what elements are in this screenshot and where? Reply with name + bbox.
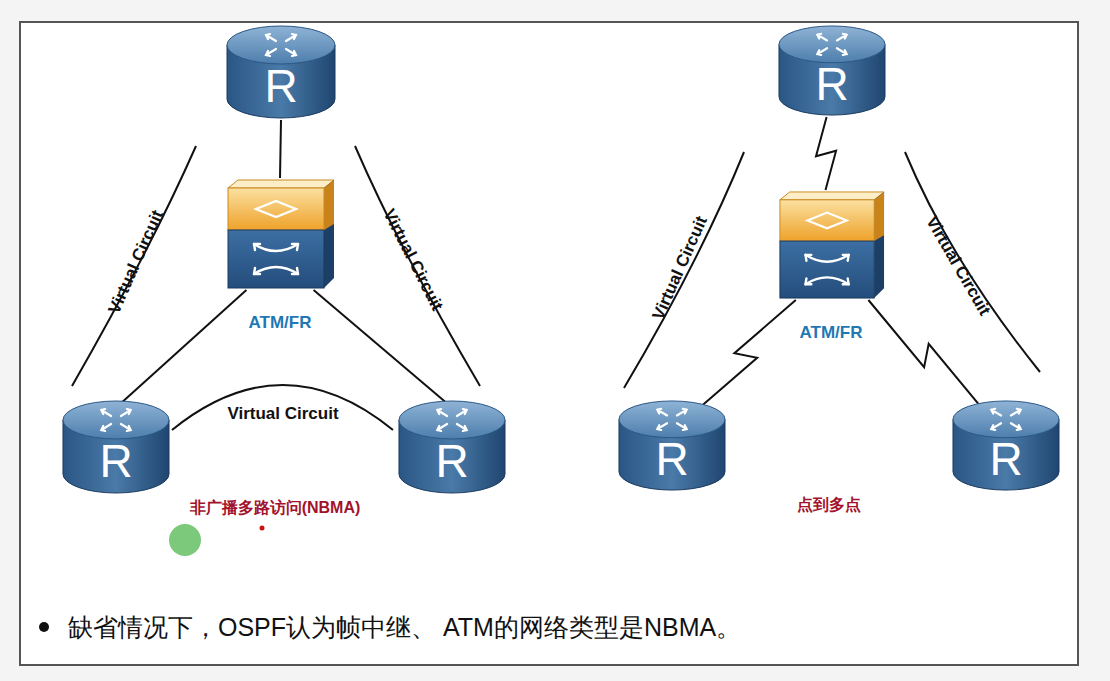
- router-letter: R: [778, 61, 886, 107]
- virtual-circuit-arc: [172, 385, 393, 430]
- virtual-circuit-arc: [624, 152, 744, 388]
- router-icon: R: [778, 25, 886, 117]
- router-letter: R: [226, 63, 336, 109]
- network-type-label: 非广播多路访问(NBMA): [190, 499, 361, 517]
- virtual-circuit-arc: [355, 146, 480, 386]
- device-label: ATM/FR: [249, 314, 312, 333]
- router-icon: R: [226, 25, 336, 120]
- router-letter: R: [398, 438, 506, 484]
- ethernet-link: [118, 290, 246, 406]
- circuit-label: Virtual Circuit: [227, 404, 338, 424]
- network-type-label: 点到多点: [797, 496, 861, 514]
- router-icon: R: [618, 400, 726, 492]
- switch-icon: ATM/FR: [776, 190, 886, 300]
- virtual-circuit-arc: [905, 152, 1040, 372]
- router-icon: R: [62, 400, 170, 495]
- ethernet-link: [280, 120, 281, 178]
- note-text: 缺省情况下，OSPF认为帧中继、 ATM的网络类型是NBMA。: [68, 613, 741, 642]
- serial-link: [868, 300, 984, 411]
- router-letter: R: [62, 438, 170, 484]
- bullet: [39, 622, 49, 632]
- pointer-dot: [260, 526, 265, 531]
- virtual-circuit-arc: [72, 146, 196, 386]
- router-letter: R: [952, 436, 1060, 482]
- serial-link: [696, 300, 796, 411]
- cursor-dot: [169, 524, 201, 556]
- device-label: ATM/FR: [800, 324, 863, 343]
- serial-link: [816, 117, 836, 190]
- router-icon: R: [952, 400, 1060, 492]
- router-letter: R: [618, 436, 726, 482]
- switch-icon: ATM/FR: [224, 178, 336, 290]
- router-icon: R: [398, 400, 506, 495]
